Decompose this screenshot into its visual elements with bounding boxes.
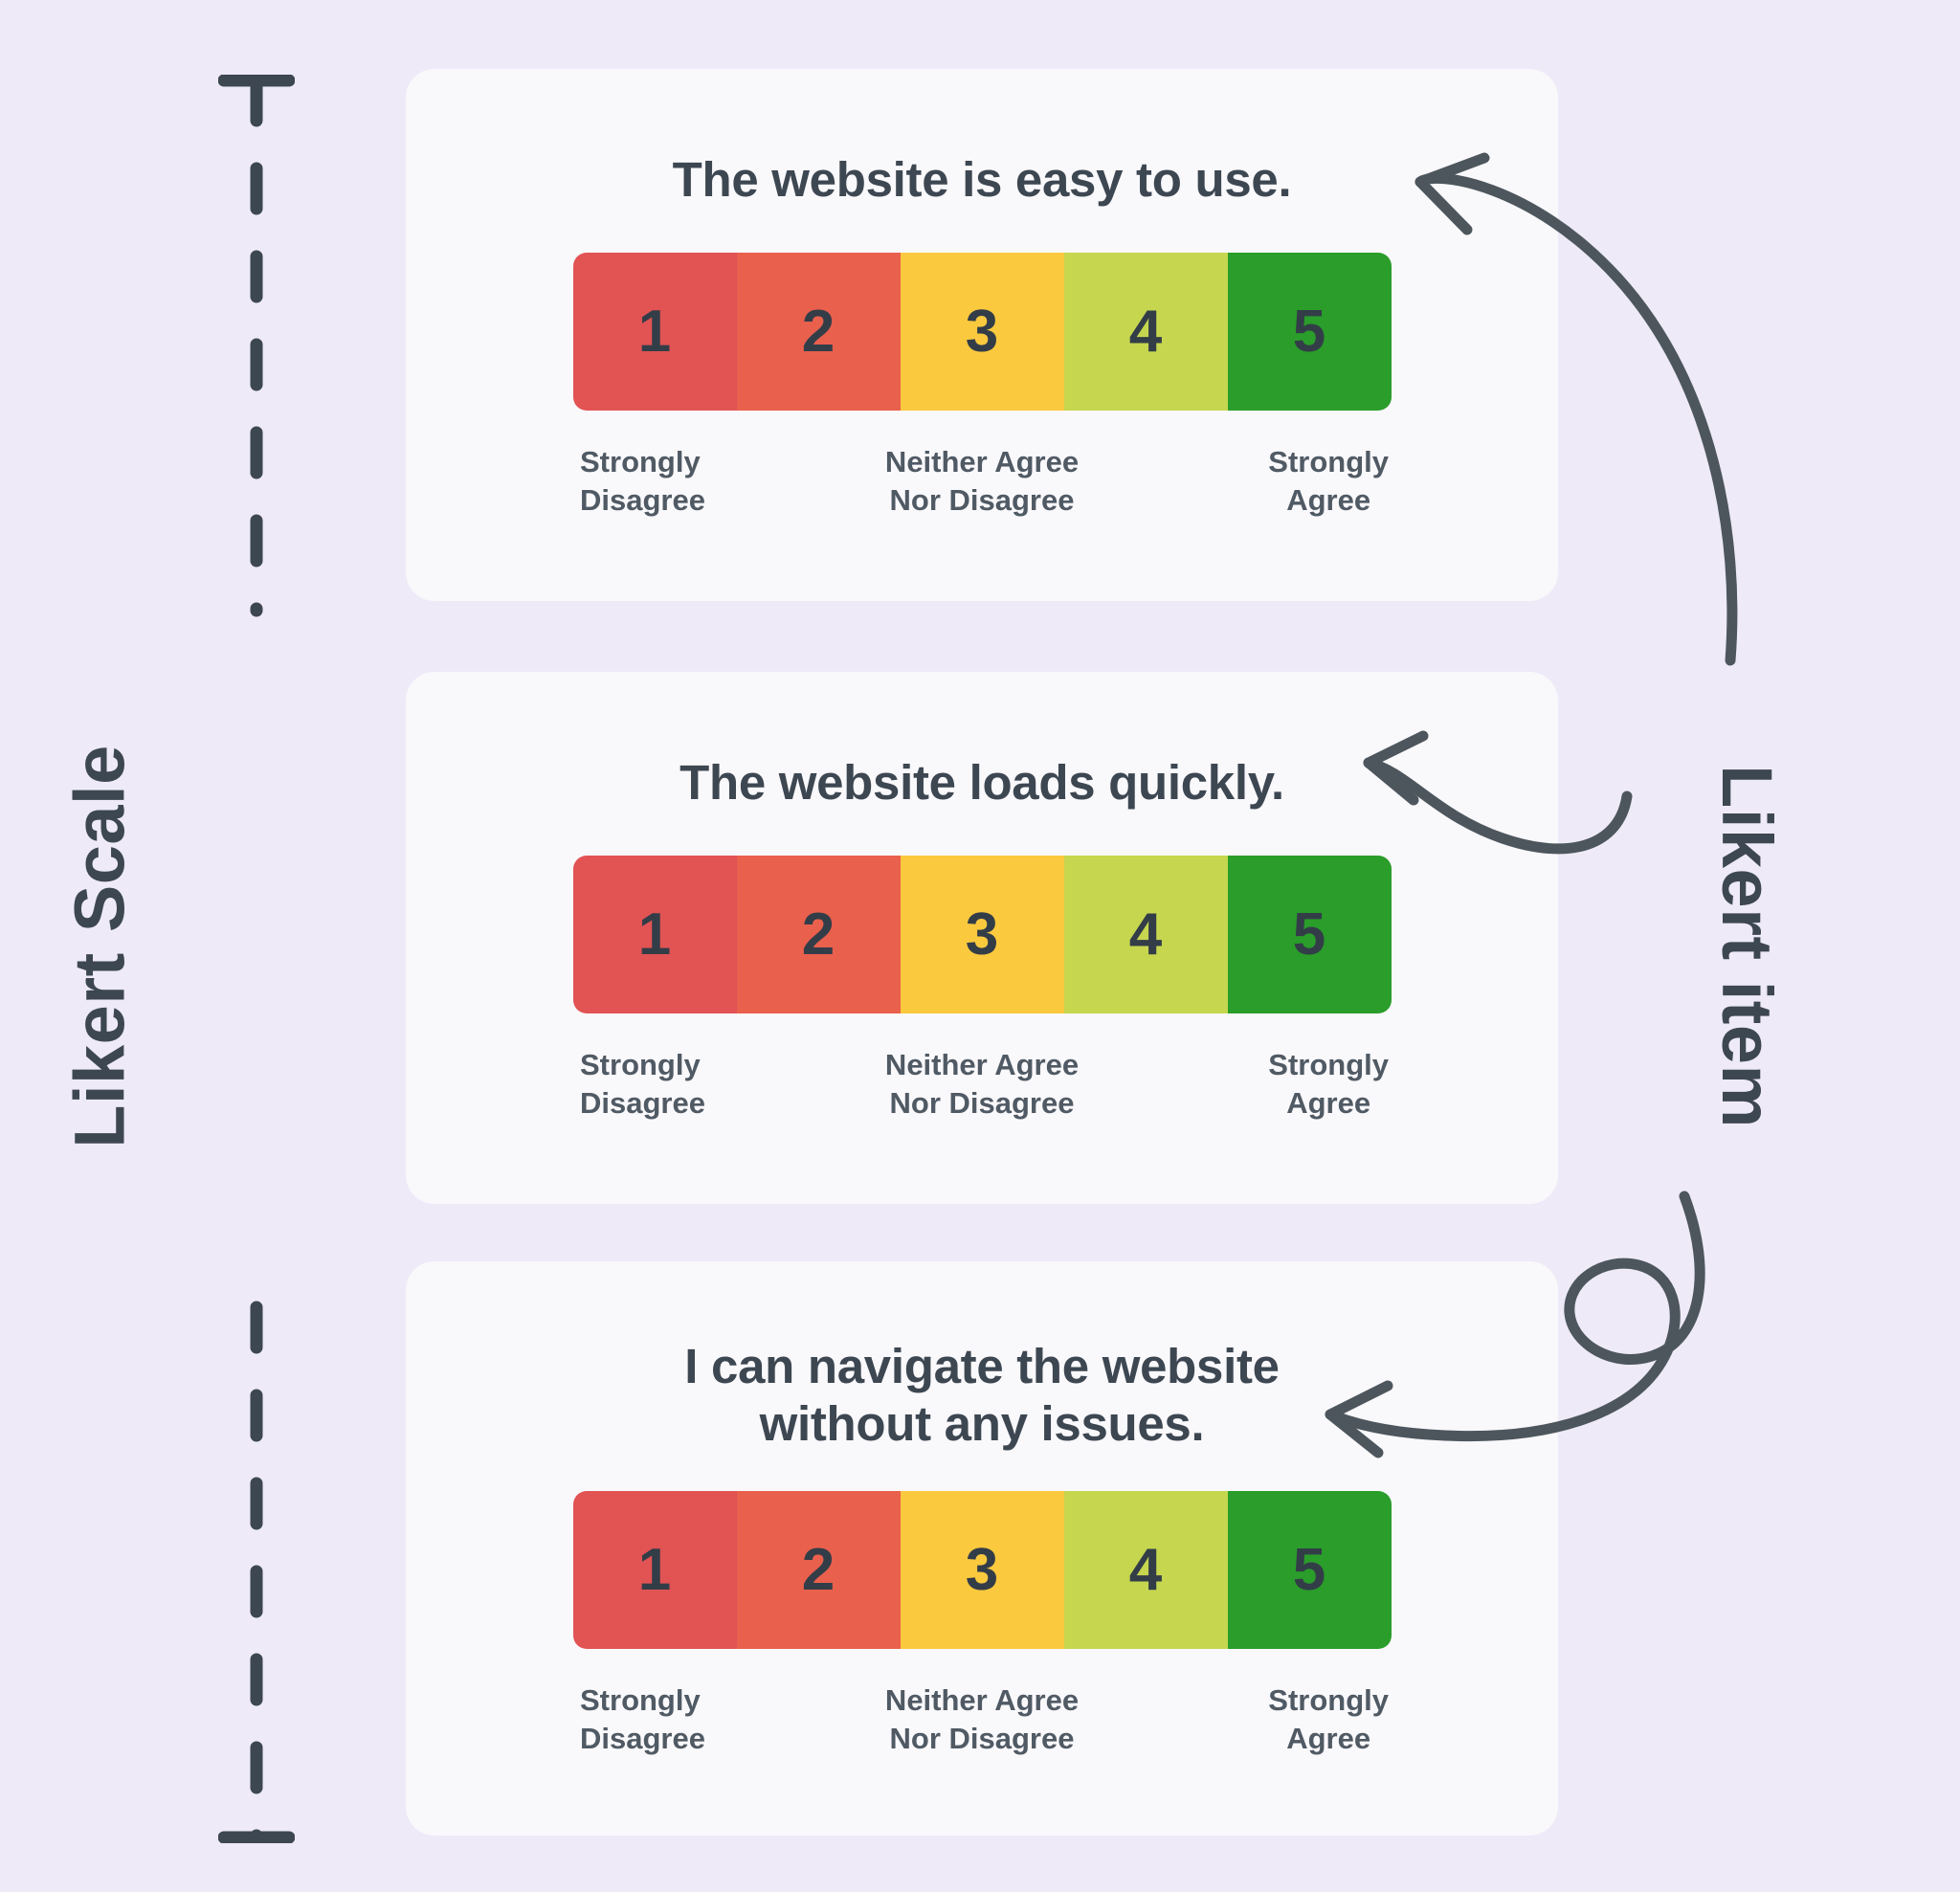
likert-anchors-3: Strongly Disagree Neither Agree Nor Disa… [503, 1681, 1460, 1770]
scale-point-1[interactable]: 1 [572, 856, 737, 1014]
likert-item-card-2: The website loads quickly. 1 2 3 4 5 Str… [406, 672, 1558, 1204]
likert-anchors-1: Strongly Disagree Neither Agree Nor Disa… [503, 443, 1460, 531]
likert-scale-bar-3[interactable]: 1 2 3 4 5 [572, 1491, 1392, 1650]
anchor-neither-agree-nor-disagree: Neither Agree Nor Disagree [884, 445, 1080, 517]
scale-point-2[interactable]: 2 [736, 253, 901, 412]
likert-item-card-1: The website is easy to use. 1 2 3 4 5 St… [406, 69, 1558, 601]
likert-scale-label-text: Likert Scale [60, 744, 140, 1148]
likert-anchors-2: Strongly Disagree Neither Agree Nor Disa… [503, 1046, 1460, 1134]
anchor-strongly-agree: Strongly Agree [1268, 445, 1389, 517]
scale-point-5[interactable]: 5 [1227, 253, 1392, 412]
scale-point-2[interactable]: 2 [736, 1491, 901, 1650]
anchor-neither-agree-nor-disagree: Neither Agree Nor Disagree [884, 1048, 1080, 1120]
likert-item-card-3: I can navigate the website without any i… [406, 1261, 1558, 1836]
anchor-neither-agree-nor-disagree: Neither Agree Nor Disagree [884, 1683, 1080, 1756]
likert-scale-bar-2[interactable]: 1 2 3 4 5 [572, 856, 1392, 1014]
likert-item-statement-2: The website loads quickly. [679, 755, 1284, 810]
scale-point-5[interactable]: 5 [1227, 856, 1392, 1014]
anchor-strongly-disagree: Strongly Disagree [580, 1683, 705, 1756]
scale-point-2[interactable]: 2 [736, 856, 901, 1014]
scale-point-3[interactable]: 3 [900, 856, 1064, 1014]
scale-point-5[interactable]: 5 [1227, 1491, 1392, 1650]
scale-point-1[interactable]: 1 [572, 253, 737, 412]
scale-point-3[interactable]: 3 [900, 1491, 1064, 1650]
scale-point-1[interactable]: 1 [572, 1491, 737, 1650]
anchor-strongly-disagree: Strongly Disagree [580, 445, 705, 517]
likert-item-label-text: Likert item [1707, 764, 1788, 1128]
anchor-strongly-agree: Strongly Agree [1268, 1683, 1389, 1756]
likert-scale-label: Likert Scale [0, 0, 201, 1892]
likert-item-statement-3: I can navigate the website without any i… [684, 1339, 1280, 1452]
likert-item-statement-1: The website is easy to use. [672, 152, 1292, 207]
anchor-strongly-agree: Strongly Agree [1268, 1048, 1389, 1120]
scale-point-4[interactable]: 4 [1063, 253, 1228, 412]
likert-scale-bracket [218, 75, 295, 1843]
scale-point-4[interactable]: 4 [1063, 856, 1228, 1014]
anchor-strongly-disagree: Strongly Disagree [580, 1048, 705, 1120]
likert-item-label: Likert item [1646, 0, 1847, 1892]
scale-point-3[interactable]: 3 [900, 253, 1064, 412]
likert-scale-bar-1[interactable]: 1 2 3 4 5 [572, 253, 1392, 412]
scale-point-4[interactable]: 4 [1063, 1491, 1228, 1650]
